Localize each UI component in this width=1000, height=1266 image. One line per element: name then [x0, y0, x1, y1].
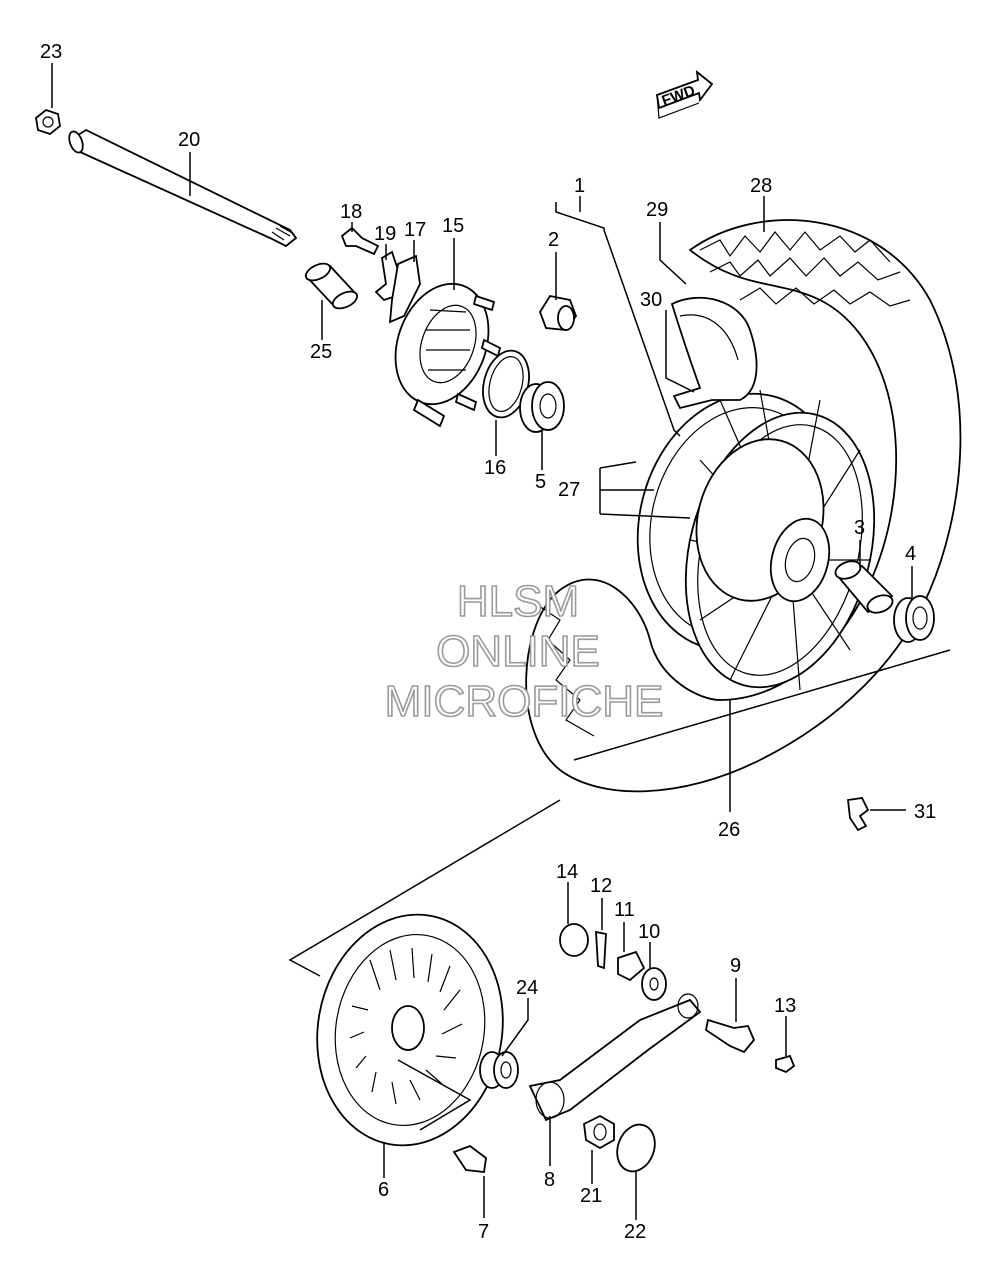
cotter-pin-12-part	[595, 930, 607, 970]
callout-8: 8	[544, 1169, 555, 1191]
sprocket-plate-15-part	[394, 282, 502, 428]
bolt-9-part	[704, 1018, 756, 1054]
tube-30-part	[670, 296, 758, 410]
callout-26: 26	[718, 819, 740, 841]
torque-arm-8-part	[528, 993, 702, 1122]
axle-part	[68, 128, 298, 248]
callout-22: 22	[624, 1221, 646, 1243]
spacer-3-part	[834, 560, 894, 614]
callout-16: 16	[484, 457, 506, 479]
washer-19-part	[374, 250, 399, 302]
callout-2: 2	[548, 229, 559, 251]
wheel-assembly-part	[525, 219, 962, 793]
nut-11-part	[617, 950, 646, 982]
spacer-25-part	[304, 262, 359, 310]
fwd-arrow-icon: FWD	[655, 69, 714, 119]
callout-14: 14	[556, 861, 578, 883]
callout-12: 12	[590, 875, 612, 897]
callout-1: 1	[574, 175, 585, 197]
callout-23: 23	[40, 41, 62, 63]
callout-13: 13	[774, 995, 796, 1017]
callout-labels: 1 2 3 4 5 6 7 8 9 10 11 12 13 14 15 16 1…	[40, 41, 936, 1243]
callout-15: 15	[442, 215, 464, 237]
watermark-line-2: ONLINE	[436, 627, 600, 676]
cap-13-part	[775, 1054, 796, 1074]
watermark-line-1: HLSM	[457, 577, 579, 626]
callout-11: 11	[614, 899, 635, 921]
plate-17-part	[388, 254, 421, 324]
callout-24: 24	[516, 977, 538, 999]
callout-4: 4	[905, 543, 916, 565]
cap-22-part	[616, 1123, 656, 1173]
callout-3: 3	[854, 517, 865, 539]
bearing-4-part	[893, 595, 935, 643]
callout-31: 31	[914, 801, 936, 823]
bolt-18-part	[340, 226, 380, 256]
washer-10-part	[641, 967, 667, 1001]
callout-29: 29	[646, 199, 668, 221]
watermark-line-3: MICROFICHE	[385, 677, 664, 726]
collar-24-part	[479, 1051, 519, 1089]
callout-17: 17	[404, 219, 426, 241]
callout-28: 28	[750, 175, 772, 197]
callout-18: 18	[340, 201, 362, 223]
callout-6: 6	[378, 1179, 389, 1201]
bolt-7-part	[452, 1144, 487, 1173]
bushing-2-part	[539, 294, 578, 331]
callout-30: 30	[640, 289, 662, 311]
callout-19: 19	[374, 223, 396, 245]
bushing-14-part	[559, 923, 589, 957]
callout-10: 10	[638, 921, 660, 943]
leader-lines	[51, 63, 913, 1220]
callout-20: 20	[178, 129, 200, 151]
callout-5: 5	[535, 471, 546, 493]
callout-25: 25	[310, 341, 332, 363]
callout-21: 21	[580, 1185, 602, 1207]
axle-nut-part	[35, 108, 61, 136]
nut-21-part	[583, 1114, 615, 1150]
clip-31-part	[847, 797, 870, 832]
watermark: HLSM ONLINE MICROFICHE	[384, 576, 664, 727]
callout-9: 9	[730, 955, 741, 977]
callout-27: 27	[558, 479, 580, 501]
bearing-5-part	[519, 381, 565, 433]
section-line-upper	[288, 649, 951, 977]
callout-7: 7	[478, 1221, 489, 1243]
brake-disc-6-part	[316, 913, 504, 1147]
